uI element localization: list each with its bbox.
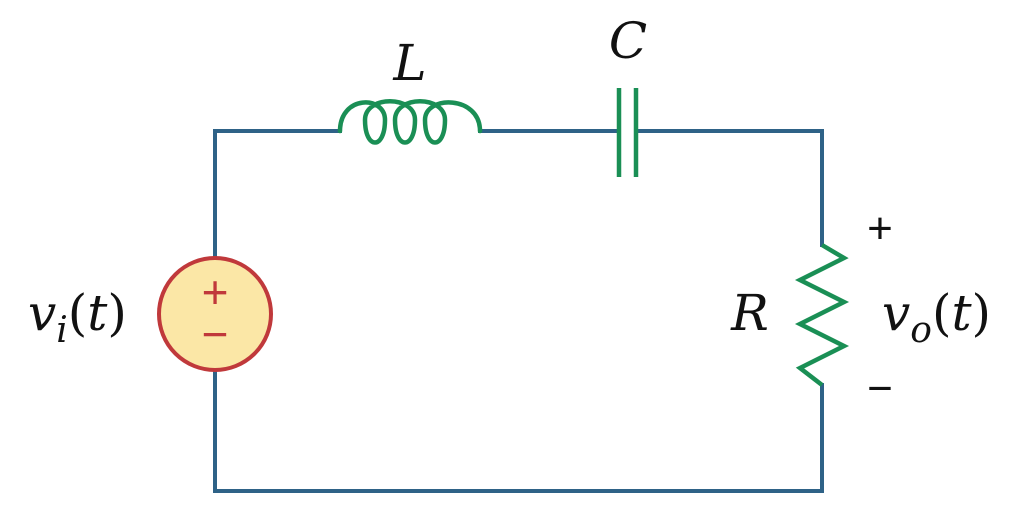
output-voltage-var: v <box>882 284 910 342</box>
resistor-symbol <box>794 243 850 387</box>
input-voltage-close-paren: ) <box>107 284 127 342</box>
output-voltage-close-paren: ) <box>972 284 992 342</box>
input-voltage-time: t <box>87 284 108 342</box>
inductor-symbol <box>337 99 483 145</box>
output-plus-sign: + <box>867 204 893 253</box>
input-voltage-subscript: i <box>56 310 68 351</box>
inductor-label: L <box>392 34 426 92</box>
capacitor-label: C <box>609 12 647 70</box>
input-voltage-var: v <box>28 284 56 342</box>
output-voltage-time: t <box>951 284 972 342</box>
output-voltage-subscript: o <box>910 310 932 351</box>
input-voltage-open-paren: ( <box>68 284 88 342</box>
output-voltage-open-paren: ( <box>932 284 952 342</box>
input-voltage-label: vi(t) <box>28 284 127 351</box>
voltage-source: + − <box>157 256 273 372</box>
wires <box>213 129 824 493</box>
voltage-source-circle <box>157 256 273 372</box>
resistor-label: R <box>730 284 769 342</box>
output-voltage-label: vo(t) <box>882 284 991 351</box>
output-minus-sign: − <box>867 364 893 413</box>
voltage-source-minus: − <box>202 308 229 360</box>
voltage-source-plus: + <box>202 266 229 318</box>
capacitor-symbol <box>616 88 639 177</box>
